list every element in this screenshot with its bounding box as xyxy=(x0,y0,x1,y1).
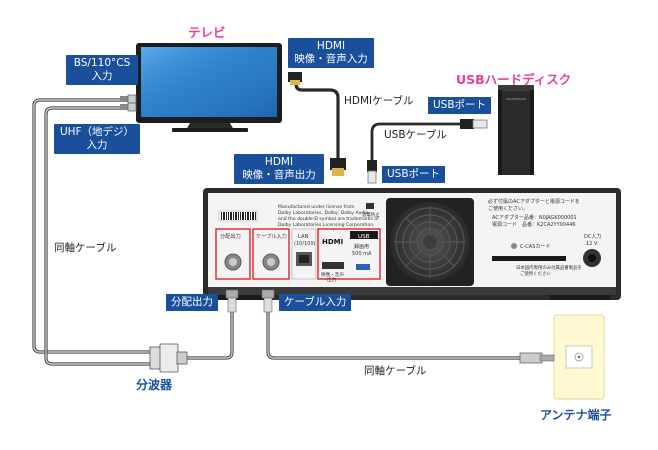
port-hdmi-label: HDMI xyxy=(322,238,343,246)
cable-input-tag: ケーブル入力 xyxy=(279,294,352,311)
hdmi-out-line-1: HDMI xyxy=(264,156,294,168)
hdmi-cable-label: HDMIケーブル xyxy=(344,95,414,107)
notice-line-2: ご使用ください。 xyxy=(488,205,528,212)
port-cable-label: ケーブル入力 xyxy=(256,232,287,240)
port-hdmi-sub-2: 出力 xyxy=(327,276,337,283)
ccas-note-2: ご使用ください xyxy=(520,270,551,277)
license-line-2: Dolby Laboratories. Dolby, Dolby Audio, xyxy=(278,210,370,216)
notice-line-1: 必ず付属のACアダプターと電源コードを xyxy=(488,198,580,205)
usb-cable-label: USBケーブル xyxy=(384,129,447,141)
bs-cs-input-line-1: BS/110°CS xyxy=(73,57,131,69)
antenna-outlet-icon xyxy=(519,314,605,400)
bs-cs-input-line-2: 入力 xyxy=(91,70,113,82)
usb-port-hdd-tag: USBポート xyxy=(428,97,492,114)
split-output-plug xyxy=(225,289,239,313)
coax-left-label: 同軸ケーブル xyxy=(54,242,117,254)
usb-cable xyxy=(370,122,462,162)
usb-port-recorder-tag: USBポート xyxy=(382,166,446,183)
uhf-input-line-1: UHF（地デジ） xyxy=(59,126,135,138)
port-split-label: 分配出力 xyxy=(220,232,241,240)
usb-hdd-icon xyxy=(498,85,534,175)
tv-title: テレビ xyxy=(188,25,226,40)
hdmi-plug-tv xyxy=(288,72,302,85)
usb-hdd-title: USBハードディスク xyxy=(456,72,572,87)
usb-plug-hdd xyxy=(460,119,488,129)
hdmi-cable xyxy=(294,82,340,160)
hdmi-out-tag: HDMI 映像・音声出力 xyxy=(234,154,324,184)
split-output-tag: 分配出力 xyxy=(166,294,218,311)
hdmi-plug-recorder xyxy=(330,158,346,176)
tv-icon xyxy=(120,43,282,132)
ccas-label: C-CASカード xyxy=(520,244,550,250)
antenna-outlet-title: アンテナ端子 xyxy=(540,408,612,422)
port-usb-label: USB xyxy=(358,234,370,240)
ccas-note-1: 日本国内専用のみ付属品番製品を xyxy=(516,264,582,271)
recorder-back-panel xyxy=(203,188,621,300)
uhf-input-tag: UHF（地デジ） 入力 xyxy=(54,124,140,154)
usb-plug-recorder xyxy=(367,160,377,184)
cable-input-plug xyxy=(261,289,275,313)
port-usb-sub-2: 500 mA xyxy=(352,251,372,257)
service-label: 過電防止 xyxy=(362,211,380,218)
coax-cable-antenna xyxy=(266,310,522,360)
hdmi-in-tag: HDMI 映像・音声入力 xyxy=(288,38,374,68)
hdmi-in-line-1: HDMI xyxy=(316,40,346,52)
hdmi-in-line-2: 映像・音声入力 xyxy=(294,53,368,65)
cord-line: 電源コード 品番：K2CA2YY00446 xyxy=(492,221,576,228)
uhf-input-line-2: 入力 xyxy=(86,139,108,151)
hdmi-out-line-2: 映像・音声出力 xyxy=(242,169,316,181)
port-lan-sub: (10/100) xyxy=(294,241,316,247)
adapter-line: ACアダプター品番：N0JAGK000001 xyxy=(492,214,577,221)
license-line-1: Manufactured under license from xyxy=(278,204,355,210)
splitter-title: 分波器 xyxy=(136,378,173,392)
dc-volt-label: 12 V xyxy=(586,241,598,247)
license-line-3: and the double-D symbol are trademarks o… xyxy=(278,216,379,222)
license-line-4: Dolby Laboratories Licensing Corporation… xyxy=(278,222,375,228)
dc-in-label: DC入力 xyxy=(584,233,601,240)
bs-cs-input-tag: BS/110°CS 入力 xyxy=(66,55,138,85)
splitter-icon xyxy=(149,343,188,373)
port-usb-sub-1: 録画用 xyxy=(354,243,369,250)
coax-bottom-label: 同軸ケーブル xyxy=(364,365,427,377)
coax-cable-split xyxy=(180,310,234,360)
port-hdmi-sub-1: 映像・音声 xyxy=(321,271,344,278)
port-lan-label: LAN xyxy=(298,234,309,240)
